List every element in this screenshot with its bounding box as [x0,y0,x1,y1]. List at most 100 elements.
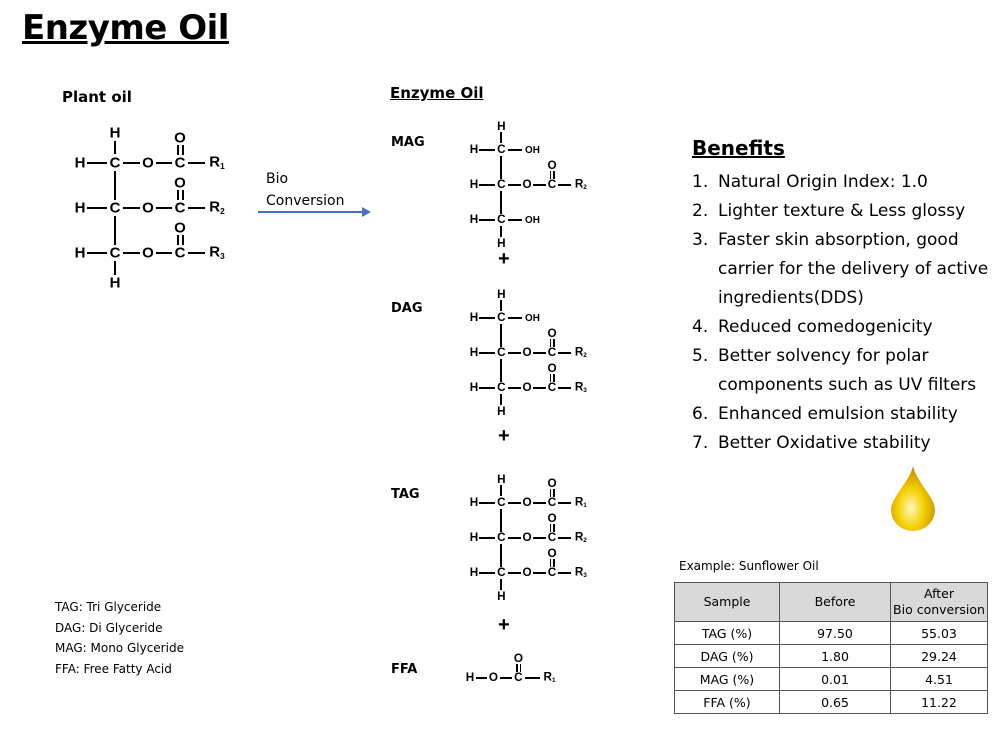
benefit-text: Enhanced emulsion stability [718,404,958,424]
bond-line [479,537,496,539]
bond-line [500,359,503,382]
table-cell: 11.22 [890,690,988,714]
bio-label-line2: Conversion [266,193,345,209]
atom-label: C [497,566,506,580]
bond-line [533,502,546,504]
bond-line [558,184,572,186]
atom-label: C [497,346,506,360]
atom-label: H [74,244,86,262]
bond-line [507,502,521,504]
atom-label: H [497,404,506,418]
atom-label: H [469,496,479,510]
atom-label: H [497,119,506,133]
atom-label: O [547,326,557,340]
benefit-number: 3. [692,230,709,250]
atom-label: H [497,236,506,250]
bond-line [500,509,503,532]
dag-label: DAG [391,301,423,316]
table-cell: 0.01 [779,667,891,691]
atom-label: R2 [574,177,587,192]
bond-line [553,524,555,532]
bond-line [558,537,572,539]
plus-sign: + [498,425,510,447]
atom-label: H [465,671,475,685]
page-title: Enzyme Oil [22,8,229,48]
plus-sign: + [498,614,510,636]
bond-line [123,251,140,255]
bond-line [549,374,552,382]
benefit-text: Reduced comedogenicity [718,317,933,337]
bond-line [479,149,496,151]
atom-label: O [547,361,557,375]
bond-line [524,677,541,679]
bond-line [507,572,521,575]
bond-line [500,324,503,347]
atom-label: O [142,244,154,262]
oil-drop-icon [891,466,935,531]
bond-line [188,161,205,165]
bond-line [553,374,555,382]
benefit-text: Better Oxidative stability [718,433,931,453]
table-cell: 4.51 [890,667,988,691]
bond-line [553,171,555,179]
bond-line [533,537,546,539]
benefit-number: 7. [692,433,709,453]
plant-oil-heading: Plant oil [62,88,132,106]
table-cell: 29.24 [890,644,988,668]
atom-label: R3 [574,565,587,580]
atom-label: H [469,531,479,545]
bond-line [507,352,521,354]
bond-line [188,206,205,210]
bond-line [558,352,572,354]
example-caption: Example: Sunflower Oil [679,559,819,573]
bond-line [500,579,503,590]
atom-label: H [497,287,506,301]
atom-label: C [497,143,506,157]
bond-line [113,171,117,200]
bond-line [499,677,513,679]
atom-label: H [469,143,479,157]
atom-label: R1 [543,670,556,685]
atom-label: R1 [574,495,587,510]
atom-label: C [109,199,121,217]
table-cell: DAG (%) [674,644,780,668]
bond-line [156,161,172,165]
atom-label: H [469,381,479,395]
atom-label: C [497,311,506,325]
legend-item: MAG: Mono Glyceride [55,641,184,655]
atom-label: H [497,589,506,603]
bond-line [113,140,117,154]
benefits-title: Benefits [692,136,785,160]
bond-line [188,251,205,255]
atom-label: C [497,213,506,227]
bond-line [500,132,503,143]
benefit-text: Natural Origin Index: 1.0 [718,172,928,192]
bio-label-line1: Bio [266,171,289,187]
abbreviation-legend: TAG: Tri Glyceride DAG: Di Glyceride MAG… [55,597,184,679]
atom-label: C [514,671,523,685]
bond-line [479,502,496,504]
bond-line [500,485,503,496]
atom-label: H [74,199,86,217]
bond-line [87,161,107,165]
bond-line [558,387,572,390]
benefit-number: 1. [692,172,709,192]
atom-label: O [547,158,557,172]
bond-line [558,572,572,575]
atom-label: H [469,566,479,580]
atom-label: H [109,274,121,292]
table-cell: MAG (%) [674,667,780,691]
bond-line [479,572,496,575]
bond-line [181,190,184,200]
bond-line [177,190,180,200]
benefit-number: 4. [692,317,709,337]
benefit-text: Better solvency for polar components suc… [718,346,977,395]
bond-line [156,251,172,255]
bond-line [156,206,172,210]
ffa-label: FFA [391,662,418,677]
atom-label: O [488,671,498,685]
atom-label: OH [525,144,540,156]
bond-line [507,317,522,319]
